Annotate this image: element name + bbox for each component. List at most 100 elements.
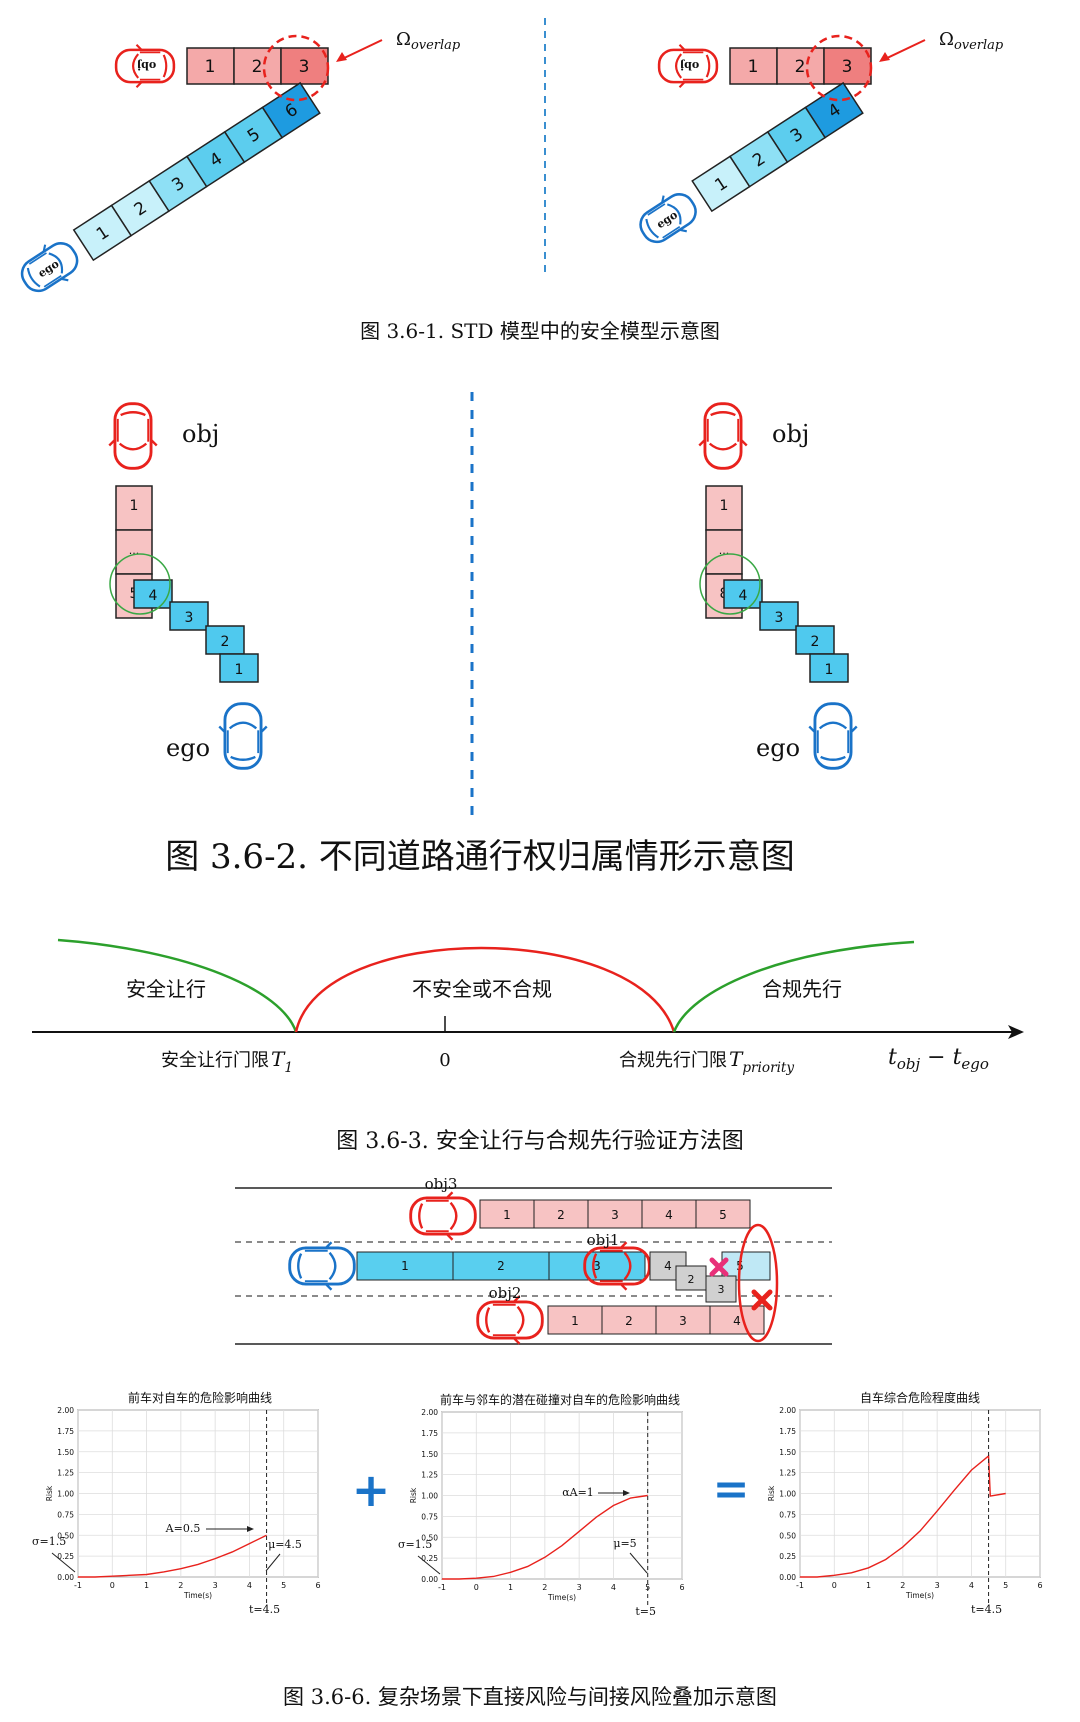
annotation-A: A=0.5 xyxy=(165,1522,201,1535)
x-tick-label: 3 xyxy=(213,1581,218,1590)
x-tick-label: 3 xyxy=(935,1581,940,1590)
ego-box: 4 xyxy=(804,81,864,139)
car-mirror xyxy=(445,1191,454,1241)
x-tick-label: 2 xyxy=(900,1581,905,1590)
tick-zero-label: 0 xyxy=(439,1050,450,1071)
y-tick-label: 1.25 xyxy=(421,1471,438,1480)
car-body xyxy=(703,402,743,470)
ego-box-label: 1 xyxy=(401,1259,409,1273)
car-body xyxy=(639,193,697,244)
obj-box-label: 2 xyxy=(795,57,806,77)
ego-car xyxy=(808,702,858,770)
car-rear-window xyxy=(645,218,659,239)
y-tick-label: 1.00 xyxy=(421,1492,438,1501)
x-tick-label: 4 xyxy=(247,1581,252,1590)
annotation-mu: μ=4.5 xyxy=(268,1538,302,1551)
marker-t-label: t=5 xyxy=(635,1605,656,1618)
obj1-lane-box xyxy=(675,1265,707,1291)
car-body xyxy=(476,1300,544,1340)
y-tick-label: 1.00 xyxy=(779,1490,796,1499)
car-windshield xyxy=(516,1305,525,1335)
car-body xyxy=(813,702,853,770)
ego-box xyxy=(169,601,209,631)
ego-box xyxy=(809,653,849,683)
car-mirror xyxy=(619,1241,628,1291)
caption-fig1: 图 3.6-1. STD 模型中的安全模型示意图 xyxy=(360,319,720,343)
conflict-x-mark xyxy=(709,1257,729,1277)
obj-box-label: ... xyxy=(719,544,730,557)
y-tick-label: 0.50 xyxy=(57,1531,74,1540)
car-rear-window xyxy=(162,54,168,78)
annotation-A: αA=1 xyxy=(562,1486,594,1499)
y-tick-label: 0.50 xyxy=(779,1531,796,1540)
y-tick-label: 1.50 xyxy=(779,1448,796,1457)
car-label: obj xyxy=(680,59,699,72)
x-tick-label: 0 xyxy=(110,1581,115,1590)
car-body xyxy=(288,1246,356,1286)
car-mirror xyxy=(135,43,143,89)
ego-box: 3 xyxy=(148,155,208,213)
car-rear-window xyxy=(710,411,736,417)
obj-box xyxy=(705,529,743,575)
annotation-arrowhead xyxy=(623,1490,630,1496)
overlap-label: Ωoverlap xyxy=(396,29,461,53)
car-rear-window xyxy=(297,1253,303,1279)
ego-car xyxy=(218,702,268,770)
y-tick-label: 1.50 xyxy=(57,1448,74,1457)
obj-box xyxy=(115,529,153,575)
obj2-label: obj2 xyxy=(489,1284,522,1302)
x-tick-label: 4 xyxy=(969,1581,974,1590)
obj3-box xyxy=(533,1199,589,1229)
overlap-circle xyxy=(262,34,330,102)
ego-box xyxy=(548,1251,646,1281)
ego-box xyxy=(795,625,835,655)
obj-box-label: 3 xyxy=(842,57,853,77)
x-tick-label: -1 xyxy=(796,1581,804,1590)
ego-car: ego xyxy=(20,242,79,293)
curve-safe-left xyxy=(57,938,298,1033)
x-axis-label: Time(s) xyxy=(183,1591,212,1600)
car-label: obj xyxy=(137,59,156,72)
x-tick-label: 6 xyxy=(679,1583,684,1592)
obj3-box xyxy=(587,1199,643,1229)
overlap-label: Ωoverlap xyxy=(939,29,1004,53)
ego-box: 2 xyxy=(728,130,789,188)
curve-unsafe xyxy=(294,946,676,1033)
obj2-car xyxy=(476,1295,544,1345)
chart-title: 前车与邻车的潜在碰撞对自车的危险影响曲线 xyxy=(440,1392,680,1407)
obj-box-label: 3 xyxy=(299,57,310,77)
obj3-box-label: 4 xyxy=(665,1208,673,1222)
y-tick-label: 0.00 xyxy=(779,1573,796,1582)
risk-curve xyxy=(442,1494,648,1580)
x-tick-label: 0 xyxy=(832,1581,837,1590)
obj1-box-label: 4 xyxy=(664,1259,672,1273)
car-mirror xyxy=(324,1241,333,1291)
tick-left-label: 安全让行门限 xyxy=(161,1050,269,1071)
obj2-box xyxy=(601,1305,657,1335)
obj-label: obj xyxy=(182,420,219,448)
obj-car xyxy=(698,402,748,470)
annotation-mu: μ=5 xyxy=(613,1537,636,1550)
obj-box xyxy=(729,47,778,85)
overlap-arrowhead xyxy=(879,52,890,62)
ego-box-label: 4 xyxy=(739,588,748,604)
region-mid: 不安全或不合规 xyxy=(412,977,552,1001)
ego-box xyxy=(219,653,259,683)
curve-safe-right xyxy=(672,940,915,1033)
y-tick-label: 0.00 xyxy=(57,1573,74,1582)
car-rear-window xyxy=(230,755,256,761)
ego-box: 5 xyxy=(223,106,284,164)
annotation-arrowhead xyxy=(247,1526,254,1532)
ego-box: 1 xyxy=(691,155,751,213)
obj-box xyxy=(705,485,743,531)
car-rear-window xyxy=(120,411,146,417)
car-body xyxy=(20,242,79,293)
y-tick-label: 0.75 xyxy=(57,1510,74,1519)
overlap-arrowhead xyxy=(336,52,347,62)
car-windshield xyxy=(118,442,148,451)
car-windshield xyxy=(132,53,140,79)
ego-car xyxy=(288,1241,356,1291)
y-tick-label: 1.00 xyxy=(57,1490,74,1499)
car-windshield xyxy=(449,1201,458,1231)
obj1-lane-box xyxy=(705,1275,737,1303)
